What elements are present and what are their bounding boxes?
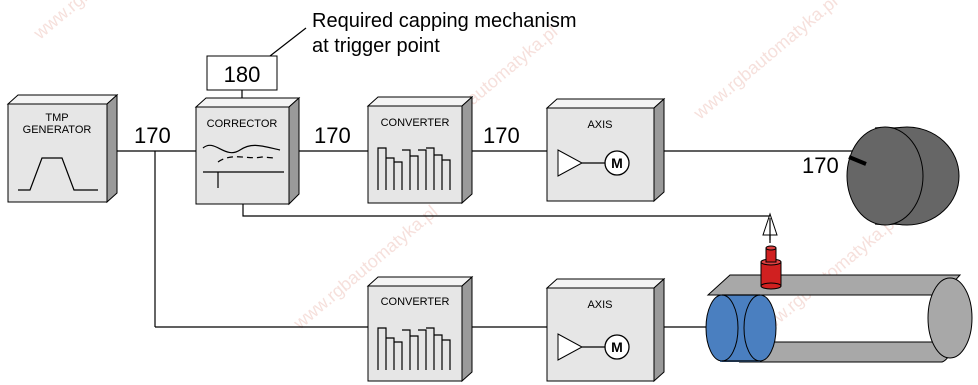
corrector-block: CORRECTOR xyxy=(194,96,301,206)
line-annotation-leader xyxy=(269,27,307,57)
axis-bottom-block: AXIS M xyxy=(545,277,666,383)
block-top-face xyxy=(6,94,119,105)
drum-front-face xyxy=(846,126,924,226)
drum-marker xyxy=(848,155,867,166)
converter-top-block: CONVERTER xyxy=(366,95,474,205)
amplifier-icon xyxy=(557,333,584,361)
motor-label: M xyxy=(611,339,623,355)
block-label: AXIS xyxy=(587,119,612,131)
annotation-line2: at trigger point xyxy=(312,35,440,57)
block-front-face xyxy=(195,106,290,205)
trigger-value-box: 180 xyxy=(206,55,278,91)
block-side-face xyxy=(653,97,665,203)
block-side-face xyxy=(461,275,473,383)
block-label: AXIS xyxy=(587,299,612,311)
signal-label-converter-axis: 170 xyxy=(483,123,520,148)
block-label: CORRECTOR xyxy=(207,118,278,130)
block-side-face xyxy=(653,277,665,383)
block-front-face xyxy=(367,105,463,204)
block-label: CONVERTER xyxy=(381,296,450,308)
amplifier-icon xyxy=(557,149,584,177)
block-front-face xyxy=(367,285,463,382)
tmp-generator-block: TMP GENERATOR xyxy=(6,93,119,204)
signal-label-gen-corrector: 170 xyxy=(134,123,171,148)
block-side-face xyxy=(106,93,118,204)
conveyor xyxy=(705,274,973,363)
block-front-face xyxy=(7,103,108,203)
watermark-text: www.rgbautomatyka.pl xyxy=(689,0,841,124)
corrector-curves-icon xyxy=(202,144,284,188)
step-waveform-icon xyxy=(377,147,451,190)
block-side-face xyxy=(288,96,300,206)
left-roller-front xyxy=(705,294,739,362)
drum xyxy=(846,126,960,226)
block-side-face xyxy=(461,95,473,205)
step-waveform-icon xyxy=(377,327,451,370)
motor-icon xyxy=(604,334,630,360)
right-roller xyxy=(927,277,973,359)
left-roller-back xyxy=(743,294,777,362)
block-top-face xyxy=(545,98,666,109)
block-top-face xyxy=(545,278,666,289)
signal-label-corrector-converter: 170 xyxy=(314,123,351,148)
trigger-value: 180 xyxy=(224,62,261,87)
trapezoid-profile-icon xyxy=(18,157,98,191)
belt-top xyxy=(706,274,962,296)
axis-top-block: AXIS M xyxy=(545,97,666,203)
watermark-text: www.rgbautomatyka.pl xyxy=(29,0,181,44)
sensor xyxy=(762,212,778,240)
block-front-face xyxy=(546,287,655,382)
block-top-face xyxy=(194,97,301,108)
block-label: CONVERTER xyxy=(381,117,450,129)
annotation-line1: Required capping mechanism xyxy=(312,10,577,32)
motor-label: M xyxy=(611,155,623,171)
block-top-face xyxy=(366,96,474,107)
block-label-line2: GENERATOR xyxy=(23,124,92,136)
line-sensor-feedback xyxy=(242,204,771,243)
block-top-face xyxy=(366,276,474,287)
capper-bottle xyxy=(760,245,782,290)
signal-label-drum: 170 xyxy=(802,153,839,178)
motor-icon xyxy=(604,150,630,176)
block-label-line1: TMP xyxy=(45,112,68,124)
converter-bottom-block: CONVERTER xyxy=(366,275,474,383)
